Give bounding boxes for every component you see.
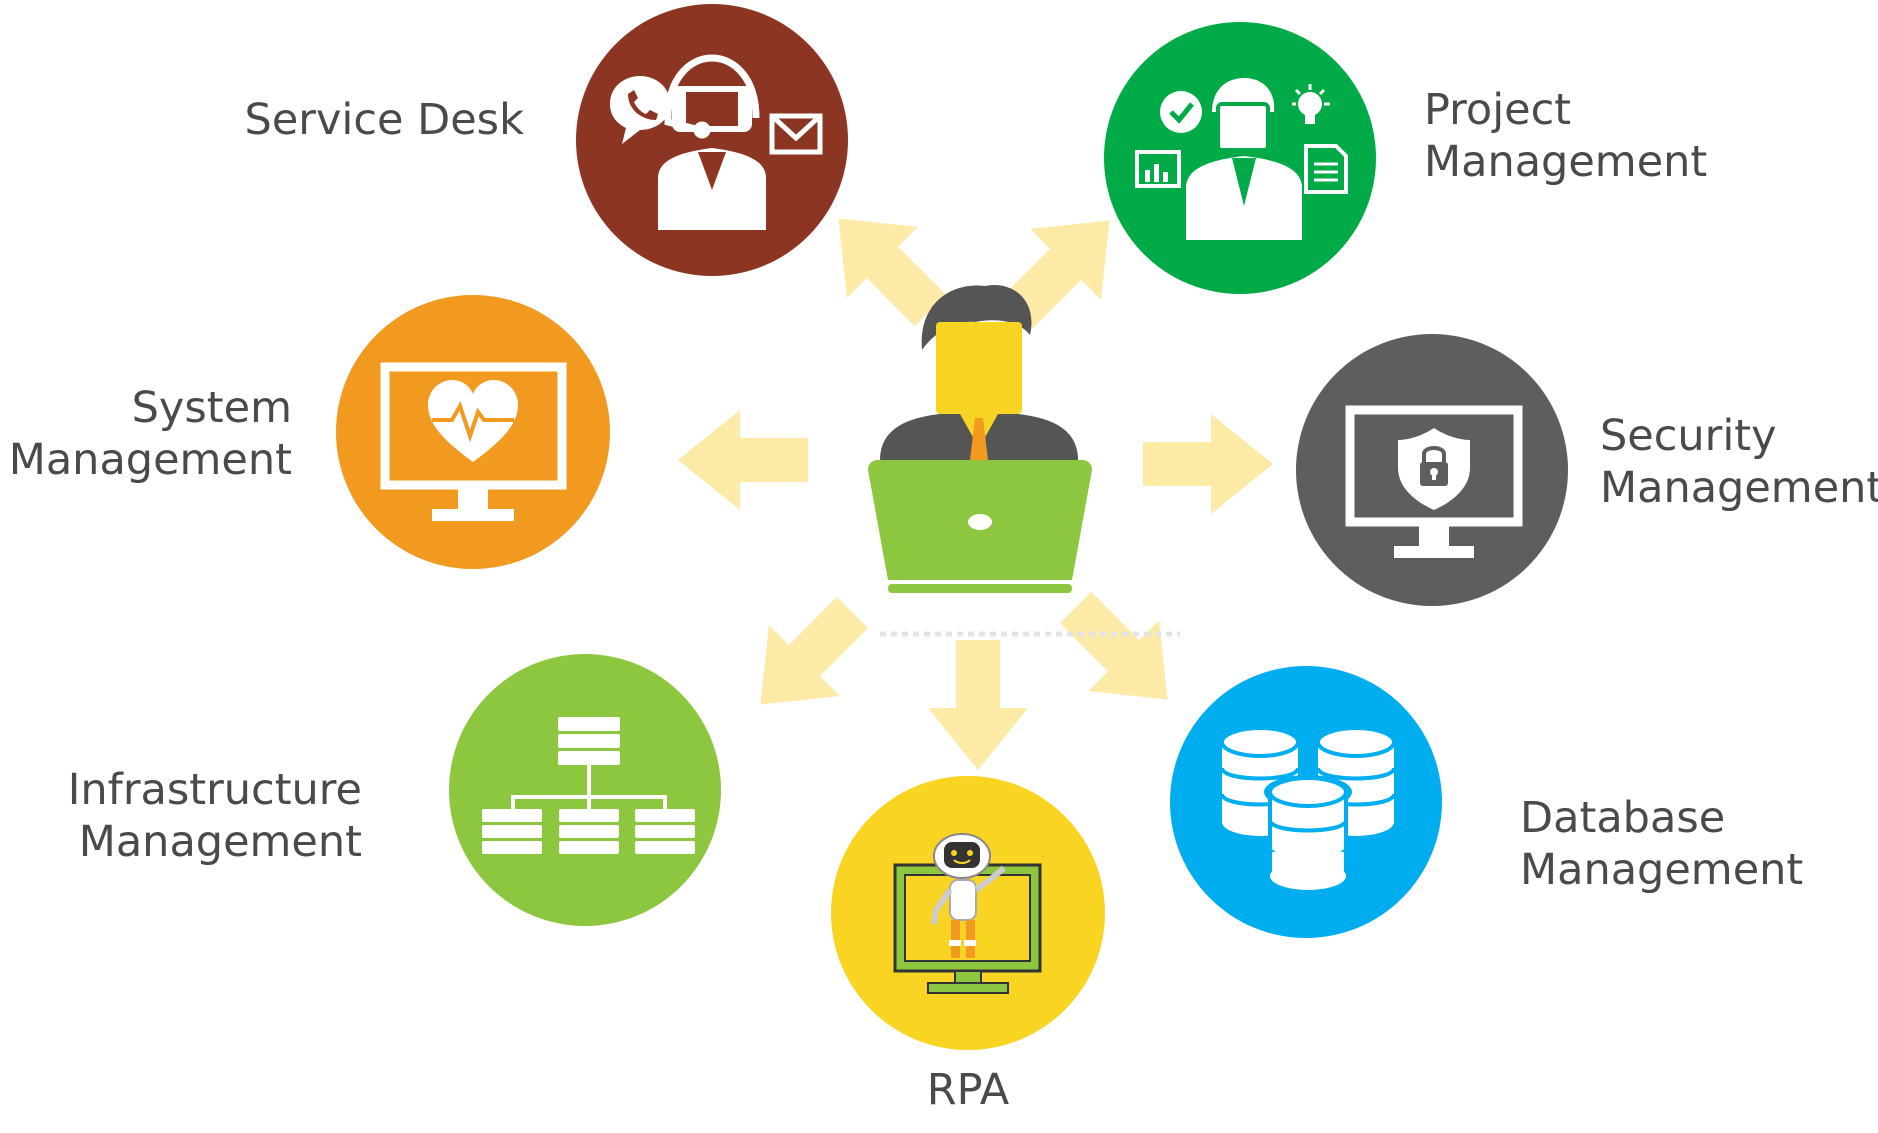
- arrow-to-infrastructure-management: [725, 577, 888, 740]
- project-management-label-line-1: Project: [1424, 85, 1572, 135]
- database-management-label-line-2: Management: [1520, 845, 1804, 895]
- security-management-label-line-2: Management: [1600, 463, 1878, 513]
- rpa-label: RPA: [868, 1064, 1068, 1116]
- arrow-to-system-management: [678, 410, 808, 510]
- monitor-shield-lock-icon: [1345, 405, 1523, 558]
- system-management-label-line-1: System: [131, 383, 292, 433]
- infrastructure-management-label-line-2: Management: [78, 817, 362, 867]
- system-management-label: System Management: [0, 382, 292, 486]
- security-management-node: [1296, 334, 1568, 606]
- service-desk-node: [576, 4, 848, 276]
- infrastructure-management-label: Infrastructure Management: [30, 764, 362, 868]
- arrow-to-database-management: [1040, 572, 1203, 735]
- project-manager-icon: [1135, 78, 1348, 240]
- rpa-node: [831, 776, 1105, 1050]
- robot-monitor-icon: [893, 833, 1042, 994]
- security-management-label-line-1: Security: [1600, 411, 1777, 461]
- service-desk-label: Service Desk: [180, 94, 524, 146]
- infrastructure-management-label-line-1: Infrastructure: [67, 765, 362, 815]
- arrow-to-rpa: [928, 640, 1028, 770]
- project-management-label-line-2: Management: [1424, 137, 1708, 187]
- database-management-label-line-1: Database: [1520, 793, 1726, 843]
- project-management-node: [1104, 22, 1376, 294]
- database-management-label: Database Management: [1520, 792, 1820, 896]
- headset-agent-icon: [658, 54, 766, 230]
- project-management-label: Project Management: [1424, 84, 1724, 188]
- system-management-label-line-2: Management: [8, 435, 292, 485]
- rpa-label-line-1: RPA: [926, 1065, 1010, 1115]
- system-management-node: [336, 295, 610, 569]
- security-management-label: Security Management: [1600, 410, 1878, 514]
- infrastructure-management-node: [449, 654, 721, 926]
- mail-icon: [769, 113, 823, 155]
- server-network-icon: [482, 717, 695, 854]
- database-stack-icon: [1220, 726, 1396, 890]
- database-management-node: [1170, 666, 1442, 938]
- person-laptop-icon: [868, 284, 1180, 637]
- phone-bubble-icon: [610, 76, 670, 144]
- arrow-to-security-management: [1143, 414, 1273, 514]
- monitor-heartbeat-icon: [380, 362, 567, 521]
- service-desk-label-line-1: Service Desk: [244, 95, 524, 145]
